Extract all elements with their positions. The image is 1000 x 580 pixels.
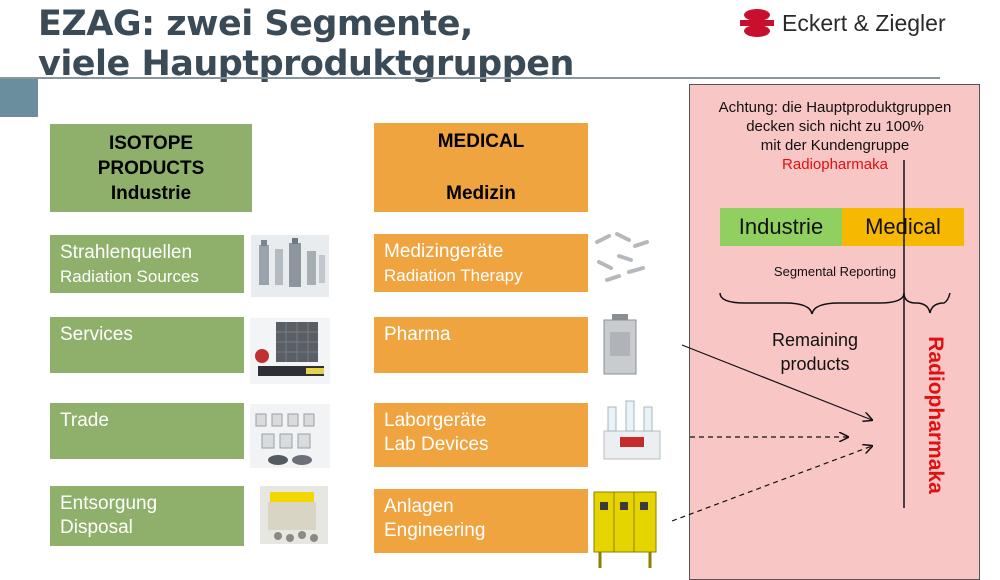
- remaining-products-label: Remaining products: [740, 328, 890, 376]
- medical-item-sublabel: Radiation Therapy: [384, 266, 523, 285]
- segment-industrie: Industrie: [720, 208, 842, 246]
- segment-medical: Medical: [842, 208, 964, 246]
- isotope-item-disposal: Entsorgung Disposal: [50, 486, 244, 546]
- slide-title: EZAG: zwei Segmente, viele Hauptproduktg…: [38, 4, 574, 84]
- isotope-header-line-3: Industrie: [110, 182, 192, 204]
- medical-item-label: Laborgeräte: [384, 410, 487, 431]
- trade-photo: [250, 404, 330, 468]
- isotope-item-trade: Trade: [50, 403, 244, 459]
- isotope-products-header: ISOTOPE PRODUCTS Industrie: [50, 124, 252, 212]
- lab-devices-photo: [596, 393, 666, 467]
- isotope-item-label: Trade: [60, 410, 109, 431]
- medical-item-lab-devices: Laborgeräte Lab Devices: [374, 403, 588, 467]
- medical-item-pharma: Pharma: [374, 317, 588, 373]
- isotope-item-sublabel: Radiation Sources: [60, 267, 199, 286]
- isotope-header-line-2: PRODUCTS: [97, 157, 205, 179]
- medical-item-sublabel: Lab Devices: [384, 434, 489, 455]
- medical-header-line-1: MEDICAL: [437, 131, 525, 152]
- note-line-3: mit der Kundengruppe: [760, 137, 910, 154]
- isotope-item-label: Services: [60, 324, 133, 345]
- logo-text: Eckert & Ziegler: [782, 9, 946, 36]
- remaining-line-1: Remaining: [771, 330, 859, 350]
- isotope-item-services: Services: [50, 317, 244, 373]
- medical-item-sublabel: Engineering: [384, 520, 486, 541]
- accent-square: [0, 79, 38, 117]
- medical-header: MEDICAL Medizin: [374, 123, 588, 212]
- segmental-reporting-label: Segmental Reporting: [773, 264, 897, 279]
- medical-item-engineering: Anlagen Engineering: [374, 489, 588, 553]
- isotope-header-line-1: ISOTOPE: [108, 132, 194, 154]
- medical-item-label: Anlagen: [384, 496, 454, 517]
- isotope-item-sublabel: Disposal: [60, 517, 133, 538]
- isotope-item-label: Entsorgung: [60, 493, 158, 514]
- services-photo: [250, 318, 330, 384]
- note-line-1: Achtung: die Hauptproduktgruppen: [718, 99, 952, 116]
- note-line-4: Radiopharmaka: [782, 156, 888, 173]
- engineering-photo: [592, 486, 658, 570]
- radiation-therapy-photo: [589, 222, 653, 298]
- company-logo: Eckert & Ziegler: [740, 8, 946, 38]
- disposal-photo: [260, 486, 328, 544]
- note-line-2: decken sich nicht zu 100%: [746, 118, 924, 135]
- medical-item-label: Medizingeräte: [384, 241, 504, 262]
- arrow-engineering: [671, 446, 872, 522]
- brace-radiopharmaka: [903, 292, 951, 314]
- arrow-pharma: [681, 344, 872, 420]
- radiation-sources-photo: [251, 235, 329, 297]
- medical-header-line-2: Medizin: [446, 183, 516, 204]
- warning-note: Achtung: die Hauptproduktgruppen decken …: [700, 98, 970, 174]
- medical-item-label: Pharma: [384, 324, 451, 345]
- isotope-item-radiation-sources: Strahlenquellen Radiation Sources: [50, 235, 244, 293]
- pharma-photo: [598, 312, 642, 378]
- brace-remaining: [719, 292, 905, 315]
- title-underline: [0, 77, 940, 79]
- medical-item-radiation-therapy: Medizingeräte Radiation Therapy: [374, 234, 588, 292]
- isotope-item-label: Strahlenquellen: [60, 242, 193, 263]
- title-line-1: EZAG: zwei Segmente,: [38, 4, 473, 44]
- remaining-line-2: products: [780, 354, 850, 374]
- logo-mark-icon: [740, 9, 774, 37]
- radiopharmaka-panel: [689, 84, 980, 580]
